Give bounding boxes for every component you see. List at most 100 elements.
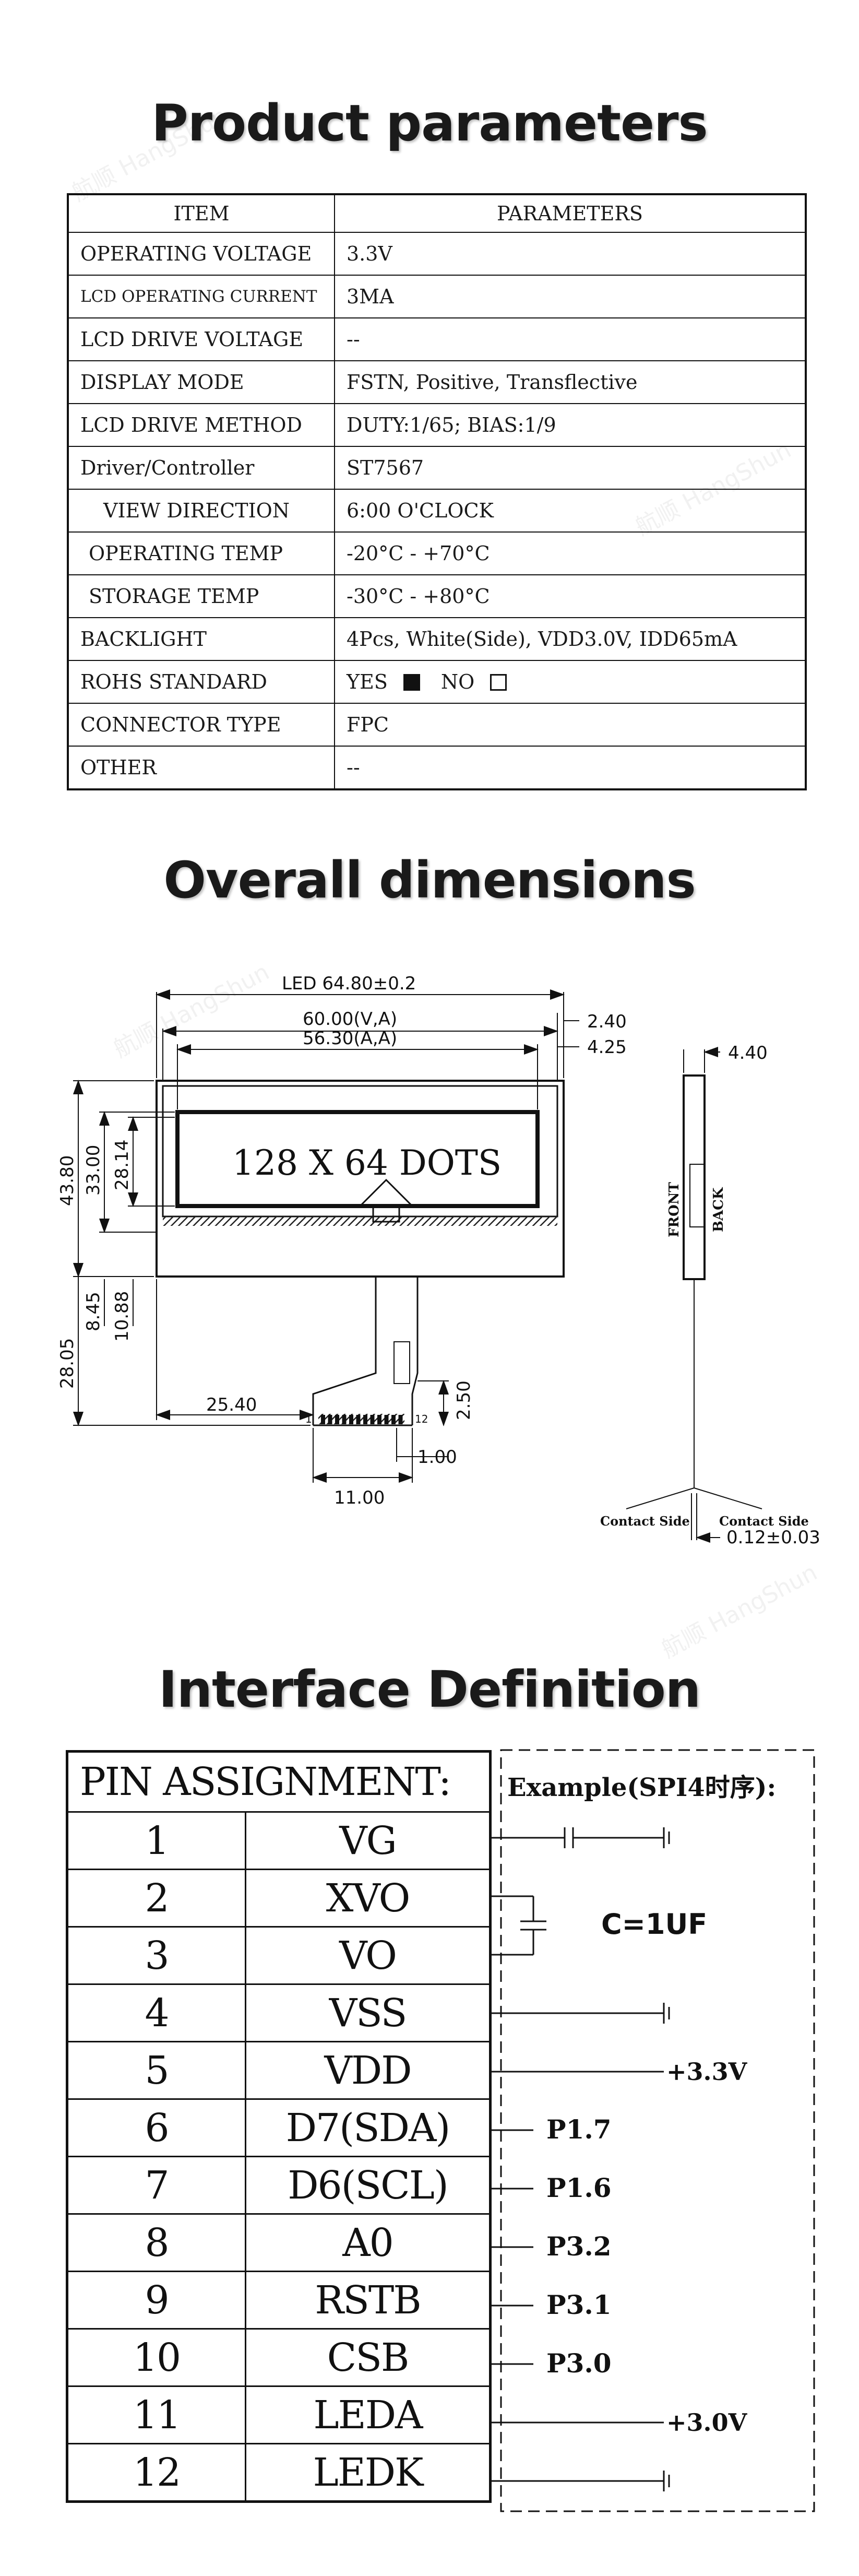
fpc-pin-finger — [342, 1415, 347, 1424]
csb-connection-label: P3.0 — [546, 2348, 612, 2379]
dim-fpc-pitch-label: 1.00 — [417, 1447, 457, 1468]
fpc-pin-finger — [335, 1415, 339, 1424]
param-key: Driver/Controller — [67, 446, 335, 490]
section-title-interface: Interface Definition — [158, 1660, 701, 1719]
table-row: ROHS STANDARD YES NO — [67, 660, 806, 704]
pin-number: 1 — [66, 1811, 246, 1870]
table-row: LCD DRIVE METHOD DUTY:1/65; BIAS:1/9 — [67, 403, 806, 447]
dim-fpc-b-label: 10.88 — [112, 1291, 133, 1342]
pin-number: 9 — [66, 2271, 246, 2330]
pin-name: RSTB — [245, 2271, 491, 2330]
rohs-no-label: NO — [440, 670, 475, 693]
table-row: DISPLAY MODE FSTN, Positive, Transflecti… — [67, 360, 806, 404]
pin-number: 11 — [66, 2385, 246, 2444]
param-value: 3MA — [334, 275, 806, 318]
pin-name: VSS — [245, 1983, 491, 2042]
fpc-pin-finger — [391, 1415, 396, 1424]
section-title-parameters: Product parameters — [151, 94, 708, 152]
pin-number: 10 — [66, 2328, 246, 2387]
pin-name: VO — [245, 1926, 491, 1985]
pin-name: LEDA — [245, 2385, 491, 2444]
table-row: CONNECTOR TYPE FPC — [67, 703, 806, 747]
dim-fpc-total-label: 28.05 — [57, 1338, 78, 1389]
param-value: 3.3V — [334, 232, 806, 276]
pin-assignment-header: PIN ASSIGNMENT: — [66, 1751, 491, 1813]
param-value: 6:00 O'CLOCK — [334, 489, 806, 533]
table-row: Driver/Controller ST7567 — [67, 446, 806, 490]
table-header-row: ITEM PARAMETERS — [67, 194, 806, 233]
header-item: ITEM — [67, 194, 335, 233]
table-row: LCD DRIVE VOLTAGE -- — [67, 317, 806, 361]
param-key: ROHS STANDARD — [67, 660, 335, 704]
table-row: VIEW DIRECTION 6:00 O'CLOCK — [67, 489, 806, 533]
fpc-pin-finger — [356, 1415, 361, 1424]
param-key: OPERATING TEMP — [67, 531, 335, 575]
param-key: OTHER — [67, 746, 335, 790]
pin-name: LEDK — [245, 2443, 491, 2502]
dim-va-height-label: 33.00 — [83, 1145, 104, 1196]
param-value-rohs: YES NO — [334, 660, 806, 704]
side-back-label: BACK — [711, 1187, 726, 1232]
param-value: ST7567 — [334, 446, 806, 490]
rohs-yes-label: YES — [347, 670, 388, 693]
dimension-drawing: LED 64.80±0.2 60.00(V,A) 56.30(A,A) 2.40… — [57, 973, 820, 1548]
pin-number: 7 — [66, 2156, 246, 2215]
fpc-pin-finger — [384, 1415, 389, 1424]
param-value: 4Pcs, White(Side), VDD3.0V, IDD65mA — [334, 617, 806, 661]
table-row: BACKLIGHT 4Pcs, White(Side), VDD3.0V, ID… — [67, 617, 806, 661]
fpc-pin-finger — [377, 1415, 381, 1424]
pin-number: 4 — [66, 1983, 246, 2042]
pin-name: A0 — [245, 2213, 491, 2272]
fpc-thickness-label: 0.12±0.03 — [726, 1527, 820, 1548]
param-value: -20°C - +70°C — [334, 531, 806, 575]
fpc-pin-finger — [321, 1415, 325, 1424]
dim-right1-label: 2.40 — [587, 1011, 627, 1032]
fpc-pin-finger — [398, 1415, 403, 1424]
pin-name: D6(SCL) — [245, 2156, 491, 2215]
header-parameters: PARAMETERS — [334, 194, 806, 233]
table-row: OPERATING VOLTAGE 3.3V — [67, 232, 806, 276]
param-value: FSTN, Positive, Transflective — [334, 360, 806, 404]
pin-name: VG — [245, 1811, 491, 1870]
pin-name: D7(SDA) — [245, 2098, 491, 2157]
dim-total-height-label: 43.80 — [57, 1155, 78, 1206]
checkbox-empty-icon — [490, 674, 507, 691]
param-key: VIEW DIRECTION — [67, 489, 335, 533]
table-row: OPERATING TEMP -20°C - +70°C — [67, 531, 806, 575]
capacitor-value-label: C=1UF — [601, 1908, 707, 1941]
param-key: LCD DRIVE METHOD — [67, 403, 335, 447]
param-key: LCD OPERATING CURRENT — [67, 275, 335, 318]
pin-number: 6 — [66, 2098, 246, 2157]
fpc-pin-finger — [349, 1415, 353, 1424]
table-row: STORAGE TEMP -30°C - +80°C — [67, 574, 806, 618]
param-value: -30°C - +80°C — [334, 574, 806, 618]
dim-fpc-left-label: 25.40 — [206, 1395, 257, 1415]
dim-fpc-width-label: 11.00 — [334, 1487, 385, 1508]
fpc-pin-finger — [370, 1415, 375, 1424]
pin-number: 3 — [66, 1926, 246, 1985]
pin-name: XVO — [245, 1869, 491, 1928]
dim-va-label: 60.00(V,A) — [303, 1009, 397, 1030]
dim-led-label: LED 64.80±0.2 — [282, 973, 416, 994]
table-row: LCD OPERATING CURRENT 3MA — [67, 275, 806, 318]
wiring-example-diagram: Example(SPI4时序): C=1UF +3.3V P1.7 P1.6 P… — [492, 1749, 815, 2512]
fpc-pin-finger — [328, 1415, 332, 1424]
d7-connection-label: P1.7 — [546, 2114, 612, 2145]
param-key: CONNECTOR TYPE — [67, 703, 335, 747]
rstb-connection-label: P3.1 — [546, 2289, 612, 2320]
fpc-pin-last-label: 12 — [415, 1413, 428, 1425]
param-value: -- — [334, 317, 806, 361]
dim-fpc-tail-label: 2.50 — [454, 1380, 474, 1420]
fpc-pin-first-label: 1 — [305, 1413, 312, 1425]
pin-table-header-row: PIN ASSIGNMENT: — [66, 1751, 491, 1813]
fpc-pin-finger — [363, 1415, 367, 1424]
checkbox-checked-icon — [403, 674, 420, 691]
